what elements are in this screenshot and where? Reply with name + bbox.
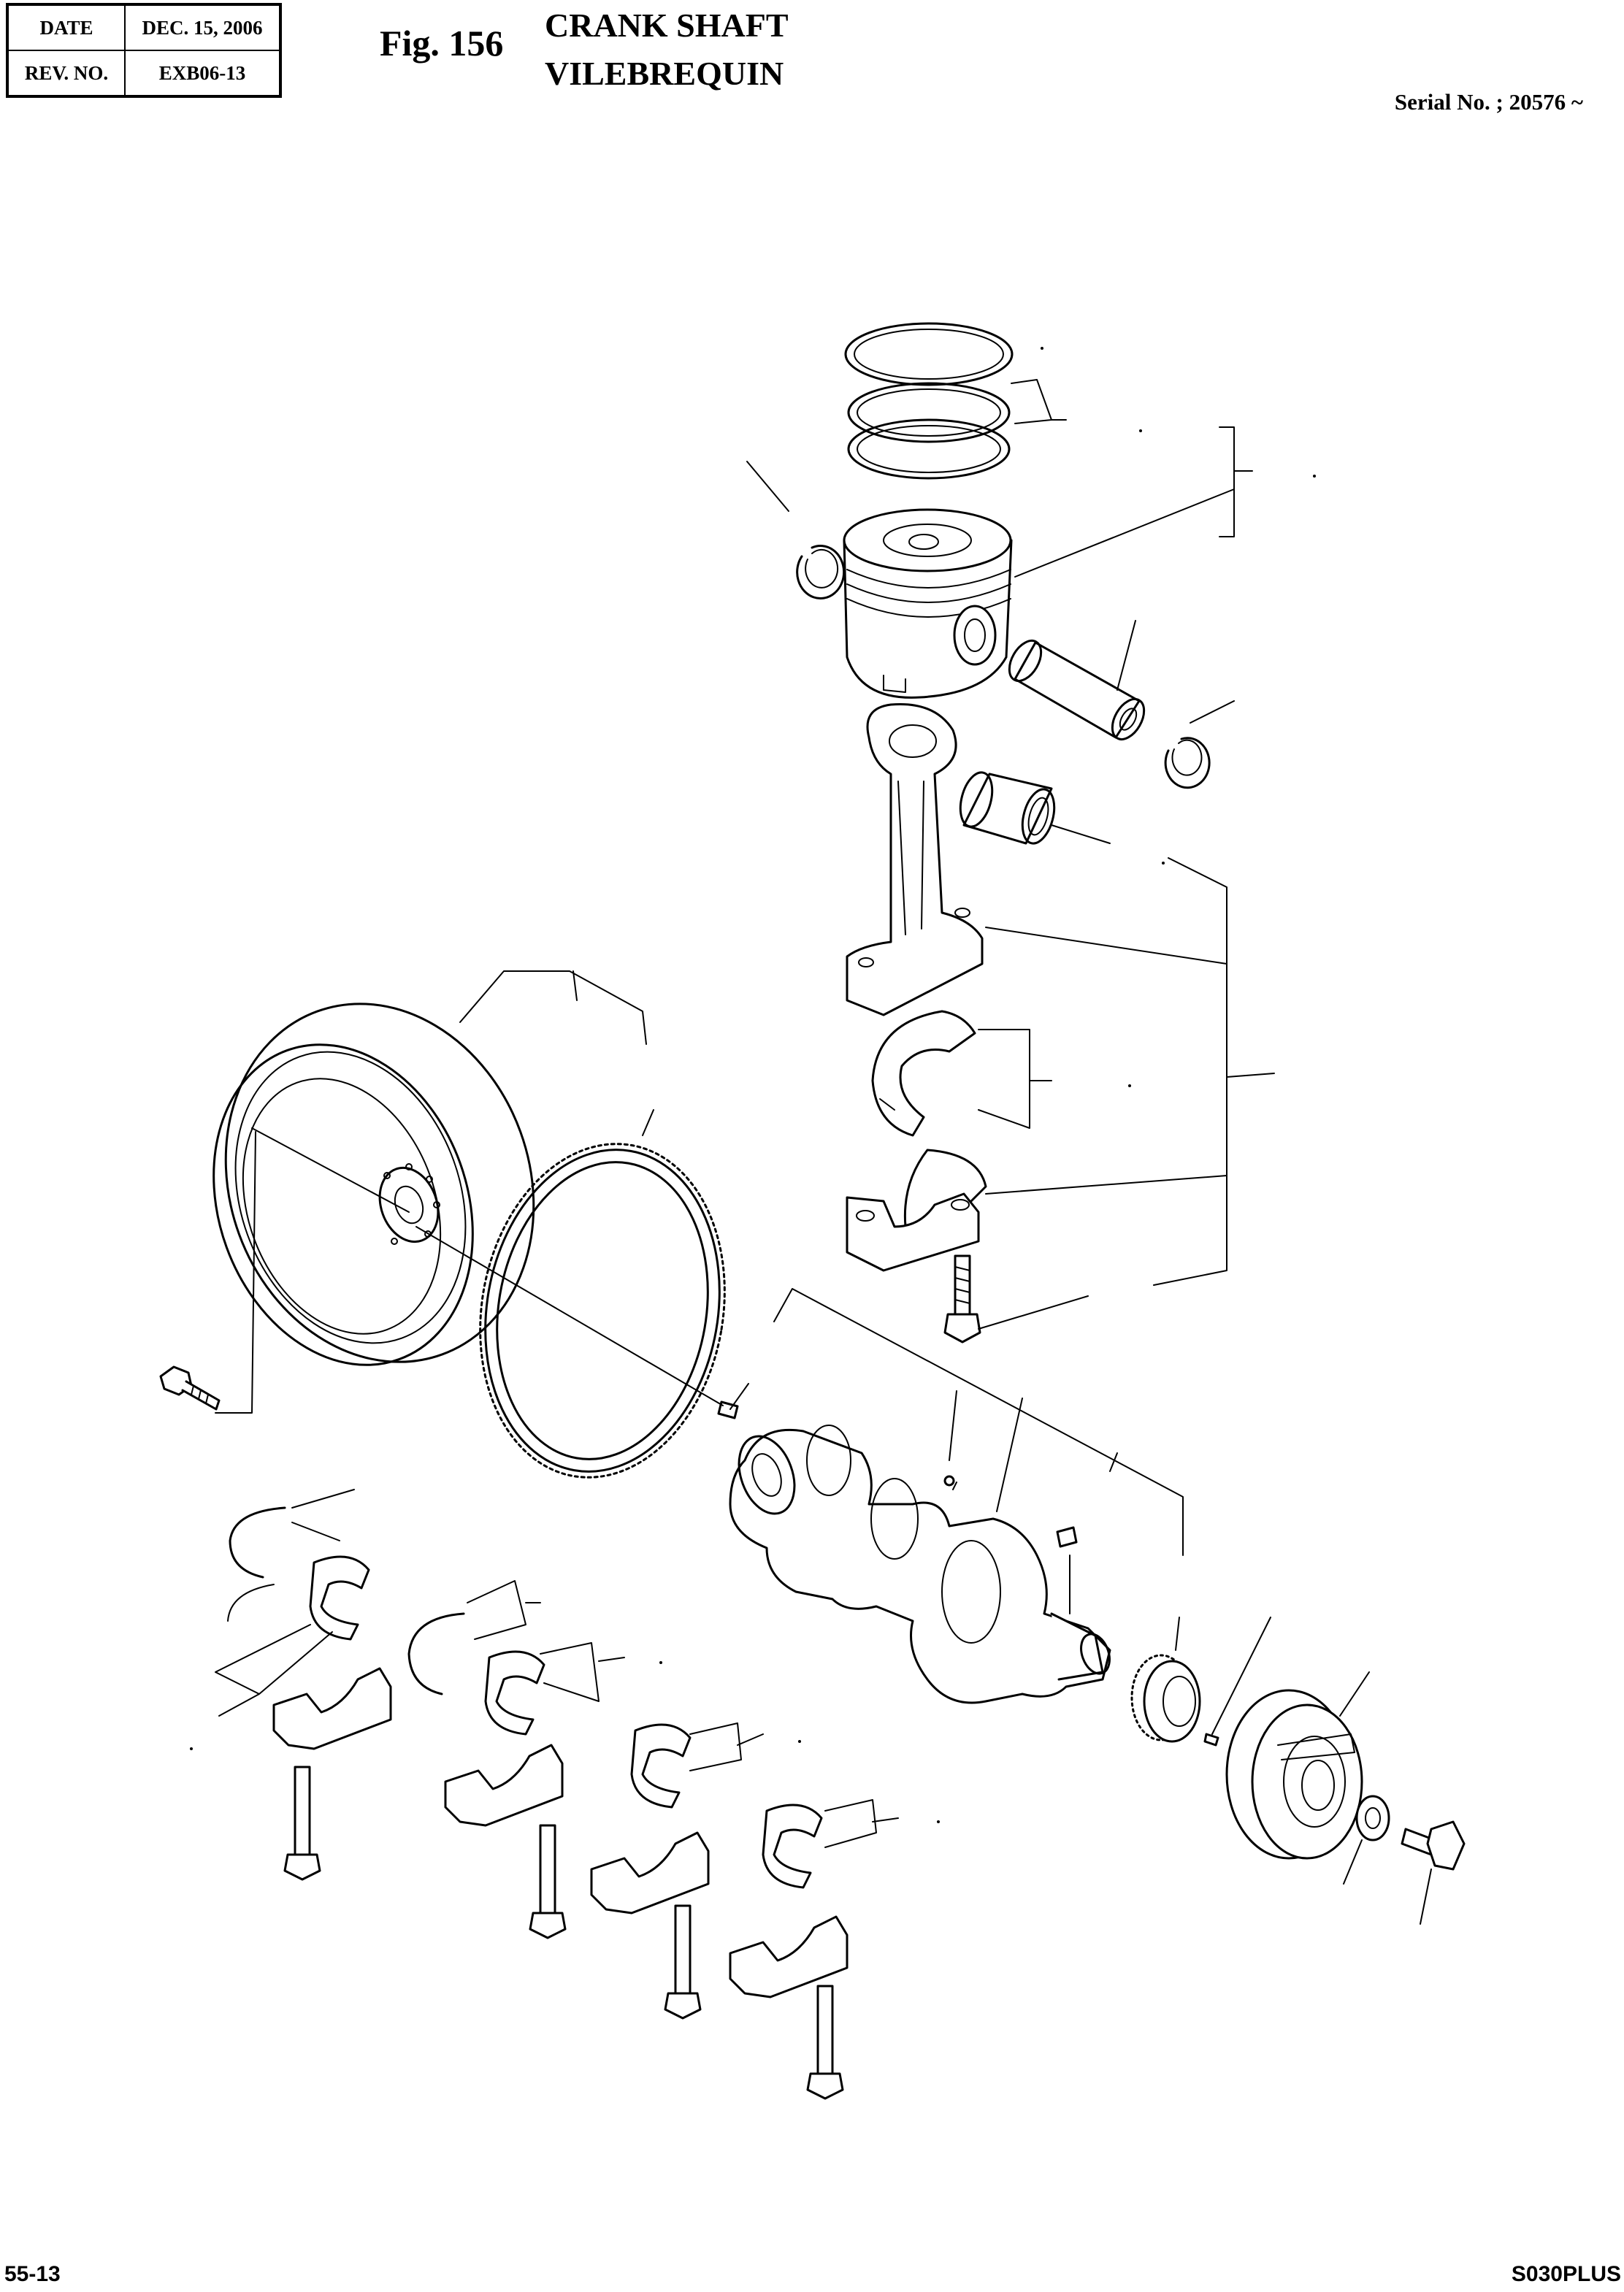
title-french: VILEBREQUIN <box>545 55 784 92</box>
connecting-rod-cap <box>846 1192 980 1272</box>
main-bearing-cap-4 <box>729 1915 849 1998</box>
crank-pulley <box>1225 1689 1363 1860</box>
rev-value: EXB06-13 <box>124 50 281 97</box>
piston-rings <box>844 322 1014 480</box>
main-bearing-4 <box>762 1804 823 1889</box>
date-value: DEC. 15, 2006 <box>124 4 281 51</box>
stray-marks <box>190 347 1316 1823</box>
callout-leaders <box>215 379 1432 1925</box>
date-label: DATE <box>7 4 126 51</box>
main-bearing-2 <box>484 1650 545 1736</box>
woodruff-key <box>1056 1526 1078 1548</box>
main-cap-bolt-1 <box>283 1766 321 1881</box>
crank-gear <box>1130 1654 1201 1743</box>
main-cap-bolt-4 <box>806 1985 844 2100</box>
pulley-washer <box>1355 1795 1390 1841</box>
piston <box>843 508 1013 699</box>
ring-gear <box>479 1143 726 1479</box>
snap-ring-left <box>796 545 846 600</box>
conrod-bearing-upper <box>871 1010 976 1137</box>
pulley-pin <box>1203 1733 1219 1747</box>
main-bearing-cap-2 <box>444 1744 564 1827</box>
crankshaft <box>729 1425 1111 1704</box>
figure-number: Fig. 156 <box>380 23 504 64</box>
snap-ring-right <box>1164 737 1211 789</box>
connecting-rod <box>846 702 984 1016</box>
small-end-bushing <box>959 771 1056 845</box>
thrust-washer-center <box>407 1612 465 1695</box>
model-name: S030PLUS <box>1511 2262 1621 2286</box>
page-number: 55-13 <box>4 2262 61 2286</box>
piston-pin <box>1008 640 1146 740</box>
revision-table: DATE DEC. 15, 2006 REV. NO. EXB06-13 <box>6 3 282 98</box>
title-english: CRANK SHAFT <box>545 7 789 44</box>
main-bearing-1 <box>309 1555 370 1641</box>
main-bearing-cap-3 <box>590 1831 710 1915</box>
main-bearing-3 <box>630 1723 692 1809</box>
serial-number: Serial No. ; 20576 ~ <box>1394 89 1583 115</box>
thrust-washer-left <box>227 1506 286 1622</box>
pulley-bolt <box>1401 1820 1466 1871</box>
main-cap-bolt-3 <box>664 1904 702 2020</box>
rev-label: REV. NO. <box>7 50 126 97</box>
flywheel-bolt <box>159 1365 221 1411</box>
connecting-rod-bolt <box>943 1254 981 1344</box>
main-bearing-cap-1 <box>272 1667 392 1750</box>
main-cap-bolt-2 <box>529 1824 567 1939</box>
flywheel <box>212 1003 535 1366</box>
figure-title: CRANK SHAFT VILEBREQUIN <box>545 1 789 98</box>
